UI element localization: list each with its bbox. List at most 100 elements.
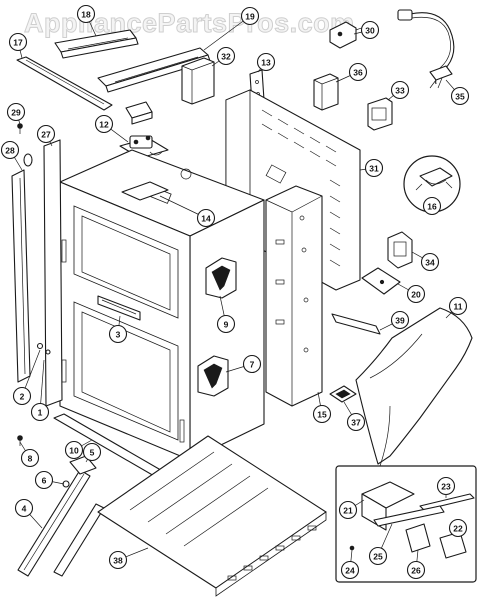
callout-39[interactable]: 39 xyxy=(390,310,410,330)
callout-number-33: 33 xyxy=(395,86,405,96)
callout-29[interactable]: 29 xyxy=(6,102,26,122)
callout-7[interactable]: 7 xyxy=(242,354,262,374)
callout-35[interactable]: 35 xyxy=(450,86,470,106)
callout-30[interactable]: 30 xyxy=(360,20,380,40)
callout-32[interactable]: 32 xyxy=(216,46,236,66)
callout-19[interactable]: 19 xyxy=(240,6,260,26)
callout-circle-1 xyxy=(30,402,50,422)
callout-6[interactable]: 6 xyxy=(34,470,54,490)
part-33-switch[interactable] xyxy=(367,97,393,131)
part-20-bracket[interactable] xyxy=(361,267,401,295)
part-34-sensor[interactable] xyxy=(387,231,413,269)
callout-number-21: 21 xyxy=(343,506,353,516)
callout-27[interactable]: 27 xyxy=(36,124,56,144)
part-7-hinge-lower[interactable] xyxy=(197,355,229,397)
part-36-relay[interactable] xyxy=(313,73,339,111)
callout-circle-35 xyxy=(450,86,470,106)
callout-circle-19 xyxy=(240,6,260,26)
part-26-sensor xyxy=(405,523,431,553)
callout-31[interactable]: 31 xyxy=(364,158,384,178)
callout-10[interactable]: 10 xyxy=(64,440,84,460)
part-39-strip[interactable] xyxy=(331,313,381,335)
oven-cavity[interactable] xyxy=(59,149,265,461)
leader-line-19 xyxy=(203,15,251,51)
callout-36[interactable]: 36 xyxy=(348,62,368,82)
callout-number-12: 12 xyxy=(99,120,109,130)
callout-1[interactable]: 1 xyxy=(30,402,50,422)
callout-circle-9 xyxy=(216,314,236,334)
callout-20[interactable]: 20 xyxy=(406,284,426,304)
callout-34[interactable]: 34 xyxy=(420,252,440,272)
callout-22[interactable]: 22 xyxy=(448,518,468,538)
callout-16[interactable]: 16 xyxy=(422,196,442,216)
callout-2[interactable]: 2 xyxy=(12,386,32,406)
part-27-front-frame[interactable] xyxy=(43,139,63,407)
callout-circle-15 xyxy=(312,404,332,424)
callout-15[interactable]: 15 xyxy=(312,404,332,424)
part-4-bottom-rail[interactable] xyxy=(17,469,105,577)
callout-21[interactable]: 21 xyxy=(338,500,358,520)
part-2-fastener[interactable] xyxy=(36,342,51,355)
part-28-door-seal[interactable] xyxy=(11,153,33,383)
callout-number-7: 7 xyxy=(250,360,255,370)
callout-circle-8 xyxy=(20,448,40,468)
part-17-left-top-trim[interactable] xyxy=(16,56,113,111)
callout-circle-7 xyxy=(242,354,262,374)
part-13-bracket[interactable] xyxy=(125,101,153,125)
part-3-divider-bracket[interactable] xyxy=(97,295,141,321)
callout-number-6: 6 xyxy=(42,476,47,486)
part-9-hinge-upper[interactable] xyxy=(205,257,237,299)
callout-number-37: 37 xyxy=(351,418,361,428)
part-8-screw[interactable] xyxy=(17,435,23,447)
part-35-power-cord[interactable] xyxy=(397,9,455,89)
callout-33[interactable]: 33 xyxy=(390,80,410,100)
callout-8[interactable]: 8 xyxy=(20,448,40,468)
callout-circle-17 xyxy=(8,32,28,52)
callout-circle-13 xyxy=(256,52,276,72)
callout-24[interactable]: 24 xyxy=(340,560,360,580)
callout-number-15: 15 xyxy=(317,410,327,420)
part-11-outer-panel[interactable] xyxy=(355,307,473,467)
callout-25[interactable]: 25 xyxy=(368,546,388,566)
callout-13[interactable]: 13 xyxy=(256,52,276,72)
callout-number-8: 8 xyxy=(28,454,33,464)
callout-number-26: 26 xyxy=(411,566,421,576)
callout-14[interactable]: 14 xyxy=(196,208,216,228)
callout-number-39: 39 xyxy=(395,316,405,326)
callout-11[interactable]: 11 xyxy=(448,296,468,316)
part-37-clip[interactable] xyxy=(329,385,357,403)
callout-circle-20 xyxy=(406,284,426,304)
callout-12[interactable]: 12 xyxy=(94,114,114,134)
callout-28[interactable]: 28 xyxy=(0,140,20,160)
callout-circle-18 xyxy=(76,4,96,24)
callout-circle-11 xyxy=(448,296,468,316)
callout-number-9: 9 xyxy=(224,320,229,330)
part-15-side-panel[interactable] xyxy=(265,185,323,407)
part-32-junction-box[interactable] xyxy=(181,57,215,105)
callout-number-20: 20 xyxy=(411,290,421,300)
callout-4[interactable]: 4 xyxy=(14,498,34,518)
callout-26[interactable]: 26 xyxy=(406,560,426,580)
callout-number-19: 19 xyxy=(245,12,255,22)
callout-17[interactable]: 17 xyxy=(8,32,28,52)
callout-3[interactable]: 3 xyxy=(108,324,128,344)
part-23-rod xyxy=(419,493,475,511)
part-18-top-trim[interactable] xyxy=(54,29,139,59)
inset-parts-21-26[interactable] xyxy=(335,465,477,583)
callout-number-23: 23 xyxy=(441,482,451,492)
part-38-bottom-panel[interactable] xyxy=(97,435,327,597)
callout-38[interactable]: 38 xyxy=(108,550,128,570)
callout-9[interactable]: 9 xyxy=(216,314,236,334)
callout-circle-16 xyxy=(422,196,442,216)
callout-18[interactable]: 18 xyxy=(76,4,96,24)
callout-5[interactable]: 5 xyxy=(82,442,102,462)
callout-23[interactable]: 23 xyxy=(436,476,456,496)
part-30-terminal-block[interactable] xyxy=(329,21,379,49)
part-29-screw[interactable] xyxy=(17,123,23,135)
callout-37[interactable]: 37 xyxy=(346,412,366,432)
callout-circle-33 xyxy=(390,80,410,100)
callout-number-24: 24 xyxy=(345,566,355,576)
part-14-top-bracket[interactable] xyxy=(121,181,169,201)
